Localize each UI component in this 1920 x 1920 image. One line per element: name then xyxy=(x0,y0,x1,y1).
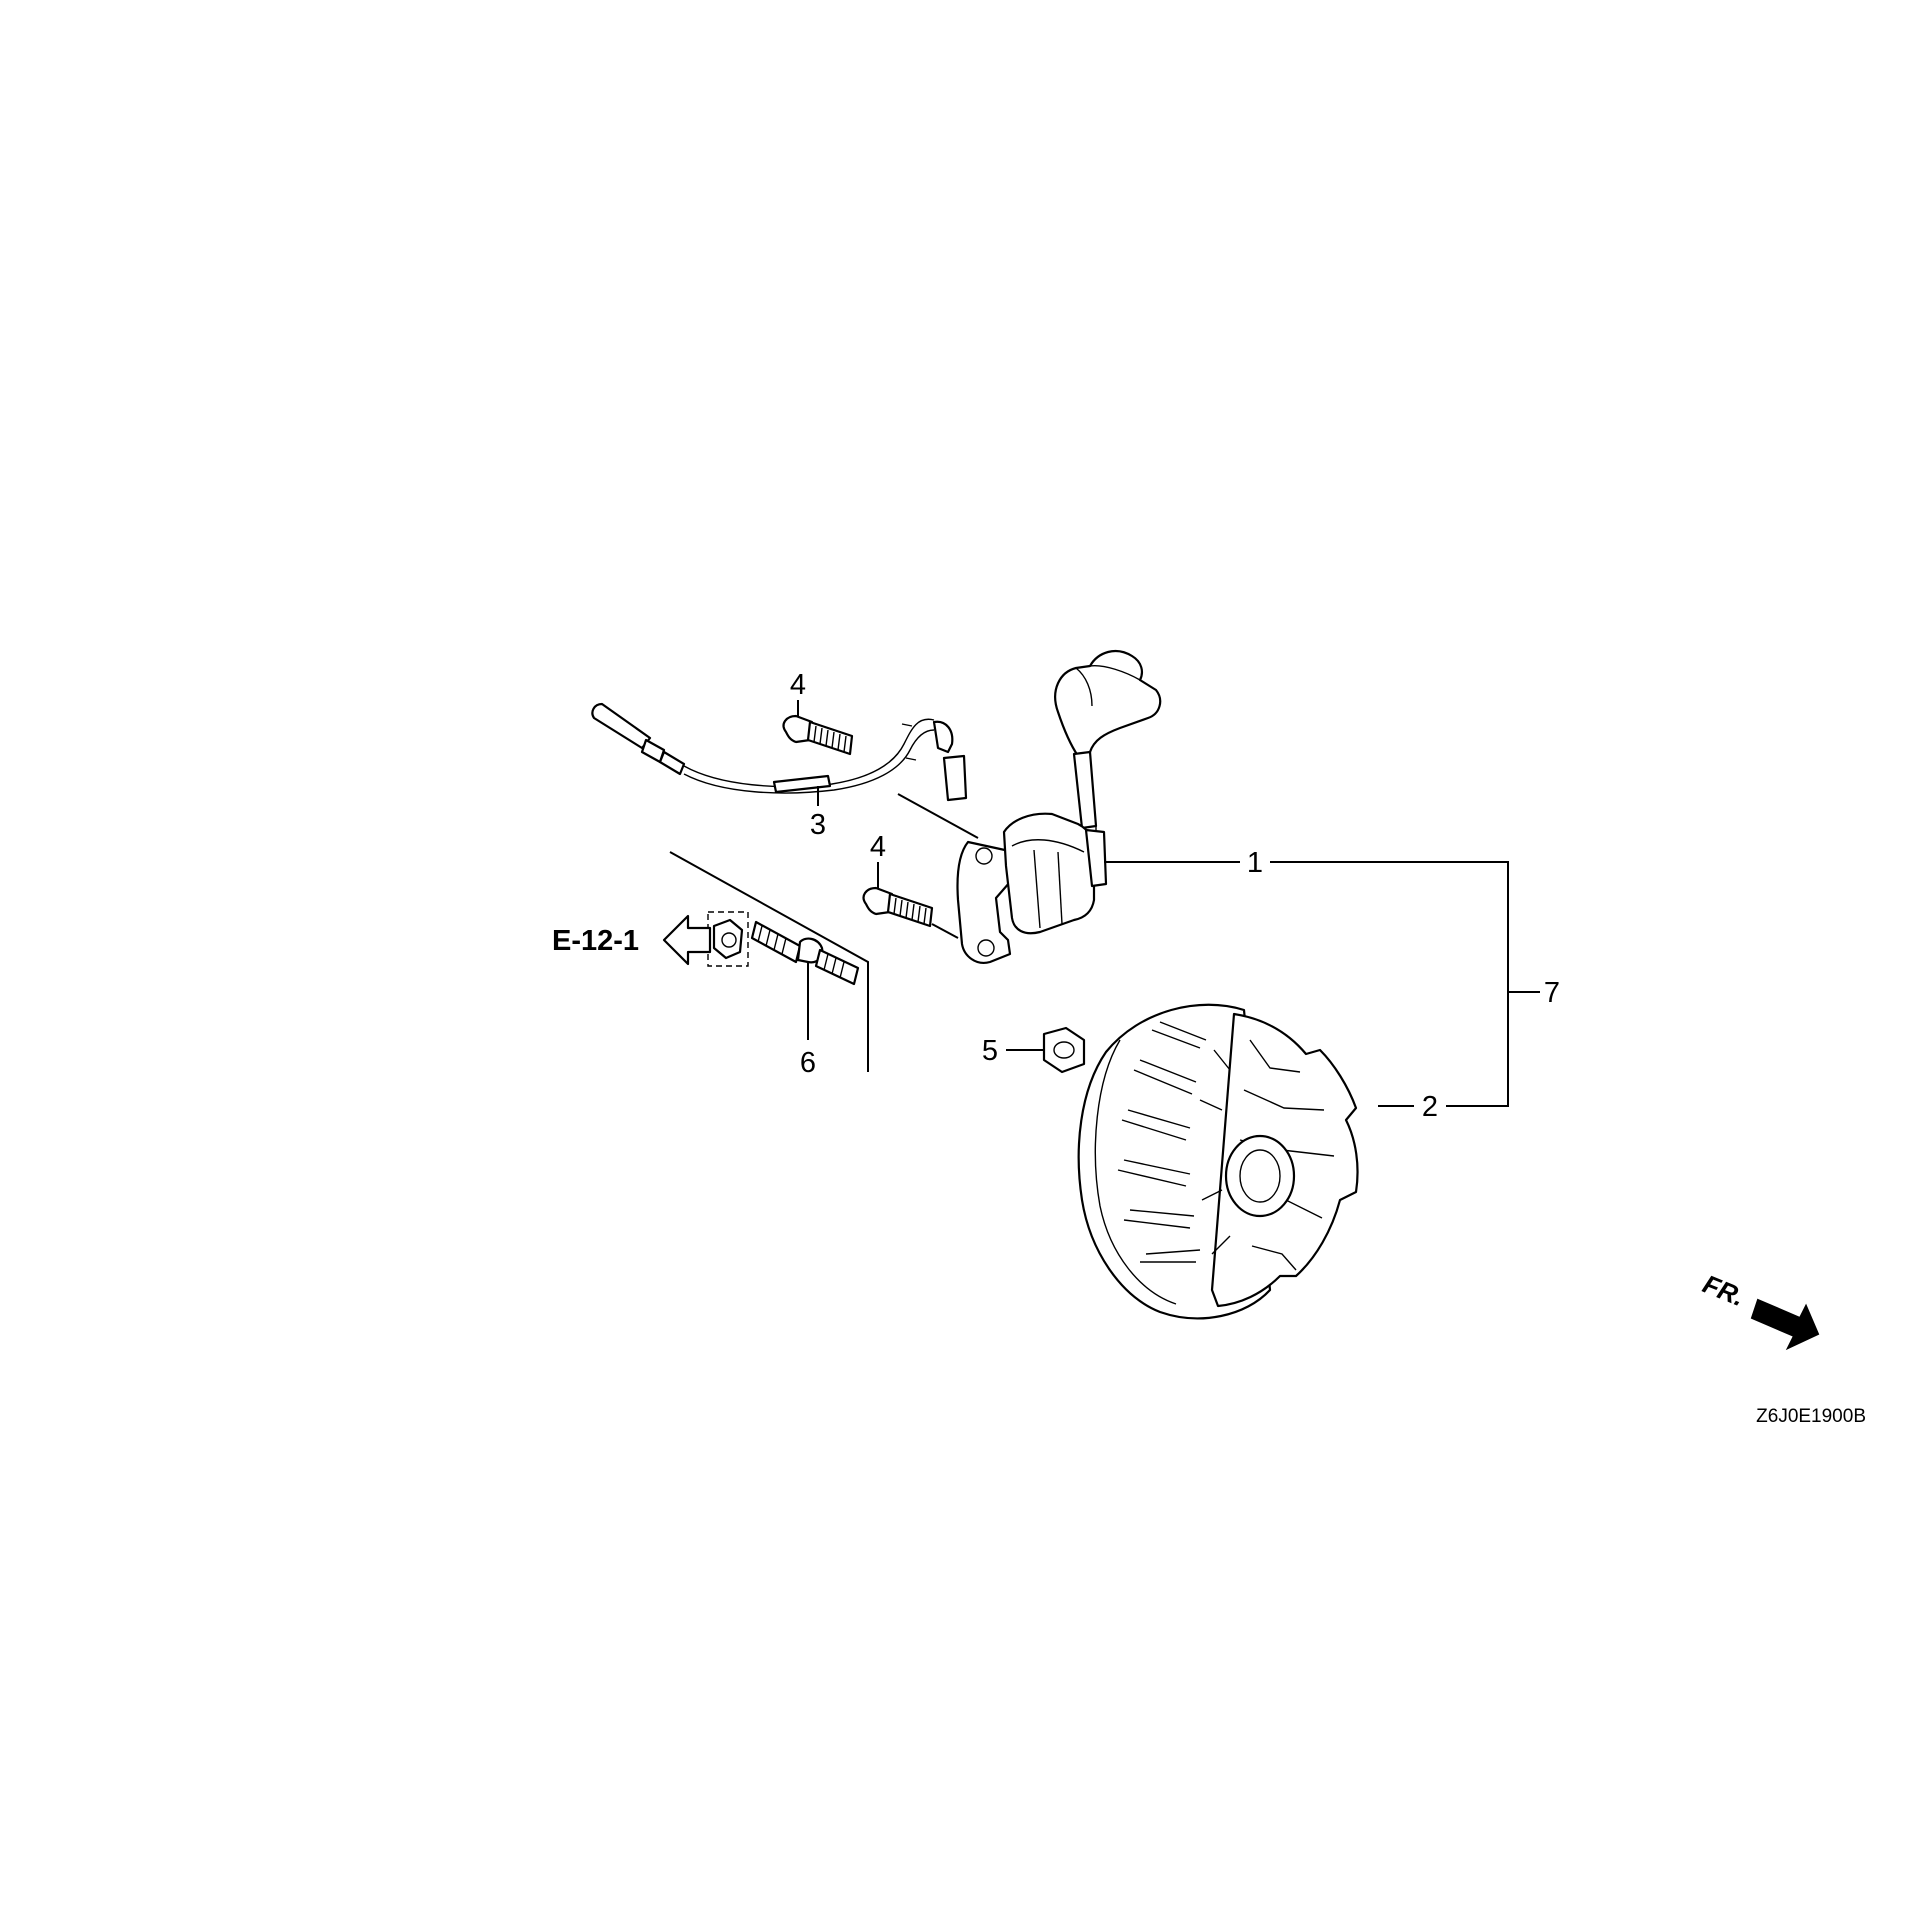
stop-switch-wire[interactable] xyxy=(591,702,968,802)
callout-1: 1 xyxy=(1247,847,1263,879)
leader-1 xyxy=(1104,861,1509,1107)
stud-bolt[interactable] xyxy=(750,920,860,986)
callout-4-upper: 4 xyxy=(790,669,806,701)
leader-4b-coil xyxy=(931,923,959,939)
front-direction-label: FR. xyxy=(1699,1269,1749,1313)
boundary-line xyxy=(669,851,869,1072)
leader-4a-coil xyxy=(897,793,979,839)
coil-bolt-lower[interactable] xyxy=(862,886,934,928)
front-direction-arrow xyxy=(1750,1298,1820,1351)
drawing-code: Z6J0E1900B xyxy=(1756,1406,1866,1427)
callout-3: 3 xyxy=(810,809,826,841)
ignition-coil[interactable] xyxy=(956,812,1108,964)
coil-bolt-upper[interactable] xyxy=(782,714,854,756)
reference-label[interactable]: E-12-1 xyxy=(552,925,639,957)
reference-nut[interactable] xyxy=(707,911,749,967)
flywheel[interactable] xyxy=(1077,1003,1359,1320)
callout-5: 5 xyxy=(982,1035,998,1067)
callout-7: 7 xyxy=(1544,977,1560,1009)
callout-4-lower: 4 xyxy=(870,831,886,863)
callout-2: 2 xyxy=(1422,1091,1438,1123)
callout-6: 6 xyxy=(800,1047,816,1079)
spark-plug-cap[interactable] xyxy=(1054,649,1162,830)
flywheel-nut[interactable] xyxy=(1042,1026,1086,1074)
reference-arrow[interactable] xyxy=(662,914,712,966)
